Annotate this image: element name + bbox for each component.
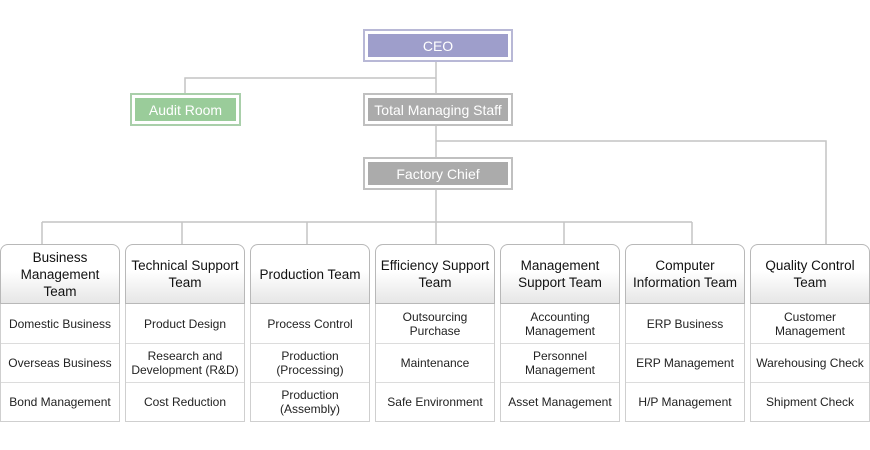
team-management-support: Management Support Team Accounting Manag…: [500, 244, 620, 422]
team-production: Production Team Process Control Producti…: [250, 244, 370, 422]
team-title: Technical Support Team: [125, 244, 245, 304]
team-duty: Accounting Management: [524, 309, 596, 338]
factory-chief-node: Factory Chief: [363, 157, 513, 190]
factory-chief-label: Factory Chief: [396, 165, 480, 182]
team-title: Production Team: [250, 244, 370, 304]
team-title: Computer Information Team: [625, 244, 745, 304]
team-duty: Personnel Management: [501, 343, 619, 382]
ceo-node: CEO: [363, 29, 513, 62]
team-business-management: Business Management Team Domestic Busine…: [0, 244, 120, 422]
team-duty: Shipment Check: [751, 382, 869, 421]
team-technical-support: Technical Support Team Product Design Re…: [125, 244, 245, 422]
team-duty: Research and Development (R&D): [126, 343, 244, 382]
team-title: Quality Control Team: [750, 244, 870, 304]
team-duty: Asset Management: [501, 382, 619, 421]
team-duty: Production (Assembly): [251, 382, 369, 421]
team-duty: Production (Processing): [251, 343, 369, 382]
team-duty: Outsourcing Purchase: [402, 309, 468, 338]
team-duty: Warehousing Check: [751, 343, 869, 382]
team-duty: Overseas Business: [1, 343, 119, 382]
total-managing-staff-node: Total Managing Staff: [363, 93, 513, 126]
team-duty: Safe Environment: [376, 382, 494, 421]
team-efficiency-support: Efficiency Support Team Outsourcing Purc…: [375, 244, 495, 422]
team-duty: ERP Business: [646, 316, 724, 331]
team-duty: Maintenance: [376, 343, 494, 382]
ceo-label: CEO: [422, 37, 454, 54]
team-duty: Customer Management: [774, 309, 846, 338]
team-duty: Process Control: [267, 316, 353, 331]
team-title: Business Management Team: [0, 244, 120, 304]
team-duty: Bond Management: [1, 382, 119, 421]
team-duty: H/P Management: [626, 382, 744, 421]
team-duty: Domestic Business: [8, 316, 112, 331]
team-duty: ERP Management: [626, 343, 744, 382]
audit-room-label: Audit Room: [148, 101, 223, 118]
team-title: Management Support Team: [500, 244, 620, 304]
team-title: Efficiency Support Team: [375, 244, 495, 304]
team-duty: Product Design: [143, 316, 227, 331]
team-quality-control: Quality Control Team Customer Management…: [750, 244, 870, 422]
audit-room-node: Audit Room: [130, 93, 241, 126]
total-managing-staff-label: Total Managing Staff: [374, 101, 502, 118]
team-duty: Cost Reduction: [126, 382, 244, 421]
team-computer-information: Computer Information Team ERP Business E…: [625, 244, 745, 422]
